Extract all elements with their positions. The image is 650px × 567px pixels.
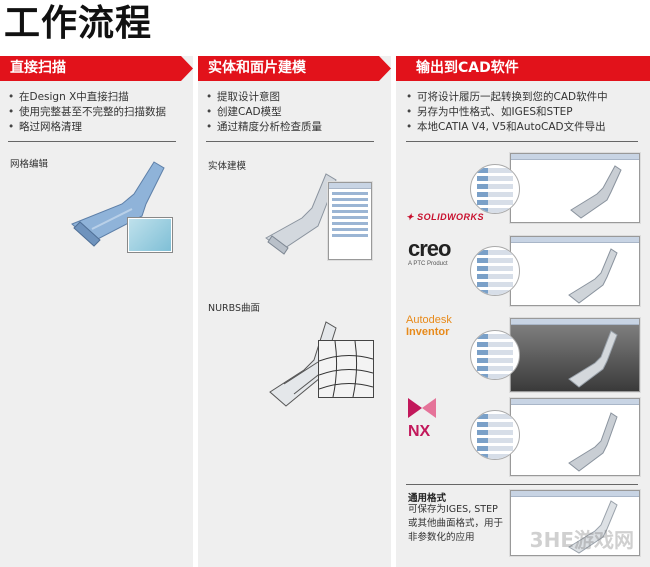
bullet-item: 可将设计履历一起转换到您的CAD软件中: [406, 90, 644, 105]
section-divider: [406, 141, 638, 142]
feature-tree-panel: [328, 182, 372, 260]
section-divider: [206, 141, 374, 142]
nurbs-detail-inset: [318, 340, 374, 398]
column-header-solid-surface: 实体和面片建模: [198, 56, 391, 81]
page-title: 工作流程: [4, 3, 153, 44]
column-cad-export: 输出到CAD软件 可将设计履历一起转换到您的CAD软件中 另存为中性格式、如IG…: [396, 56, 650, 567]
solid-part-illustration: [260, 168, 340, 258]
nx-tree-zoom: [470, 410, 520, 460]
bullet-list-direct-scan: 在Design X中直接扫描 使用完整甚至不完整的扫描数据 略过网格清理: [8, 90, 187, 135]
bullet-item: 另存为中性格式、如IGES和STEP: [406, 105, 644, 120]
column-solid-surface-modeling: 实体和面片建模 提取设计意图 创建CAD模型 通过精度分析检查质量 实体建模 N…: [198, 56, 391, 567]
creo-screenshot: [510, 236, 640, 306]
inventor-screenshot: [510, 318, 640, 392]
bullet-item: 提取设计意图: [206, 90, 385, 105]
solidworks-logo: ✦ SOLIDWORKS: [406, 212, 485, 222]
bullet-item: 在Design X中直接扫描: [8, 90, 187, 105]
bullet-item: 通过精度分析检查质量: [206, 120, 385, 135]
caption-solid-modeling: 实体建模: [208, 161, 247, 172]
creo-logo: creo: [408, 236, 451, 261]
scanned-part-illustration: [62, 154, 172, 254]
autodesk-inventor-logo: Autodesk Inventor: [406, 314, 452, 338]
bullet-list-solid-surface: 提取设计意图 创建CAD模型 通过精度分析检查质量: [206, 90, 385, 135]
common-formats-title: 通用格式: [408, 493, 447, 504]
mesh-detail-inset: [128, 218, 172, 252]
bullet-item: 本地CATIA V4, V5和AutoCAD文件导出: [406, 120, 644, 135]
common-format-screenshot: [510, 490, 640, 556]
solidworks-screenshot: [510, 153, 640, 223]
bullet-item: 创建CAD模型: [206, 105, 385, 120]
column-header-direct-scan: 直接扫描: [0, 56, 193, 81]
creo-tree-zoom: [470, 246, 520, 296]
nx-mark-icon: [408, 398, 436, 418]
section-divider: [8, 141, 176, 142]
bullet-item: 略过网格清理: [8, 120, 187, 135]
column-header-cad-export: 输出到CAD软件: [396, 56, 650, 81]
bullet-item: 使用完整甚至不完整的扫描数据: [8, 105, 187, 120]
section-divider: [406, 484, 638, 485]
creo-logo-subtitle: A PTC Product: [408, 261, 448, 267]
watermark: 3HE游戏网: [529, 528, 634, 552]
inventor-tree-zoom: [470, 330, 520, 380]
common-formats-description: 可保存为IGES, STEP或其他曲面格式，用于非参数化的应用: [408, 504, 504, 543]
bullet-list-cad-export: 可将设计履历一起转换到您的CAD软件中 另存为中性格式、如IGES和STEP 本…: [406, 90, 644, 135]
column-direct-scan: 直接扫描 在Design X中直接扫描 使用完整甚至不完整的扫描数据 略过网格清…: [0, 56, 193, 567]
nx-screenshot: [510, 398, 640, 476]
solidworks-tree-zoom: [470, 164, 520, 214]
caption-nurbs-surface: NURBS曲面: [208, 303, 261, 314]
nx-logo: NX: [408, 398, 438, 440]
caption-mesh-edit: 网格编辑: [10, 159, 49, 170]
